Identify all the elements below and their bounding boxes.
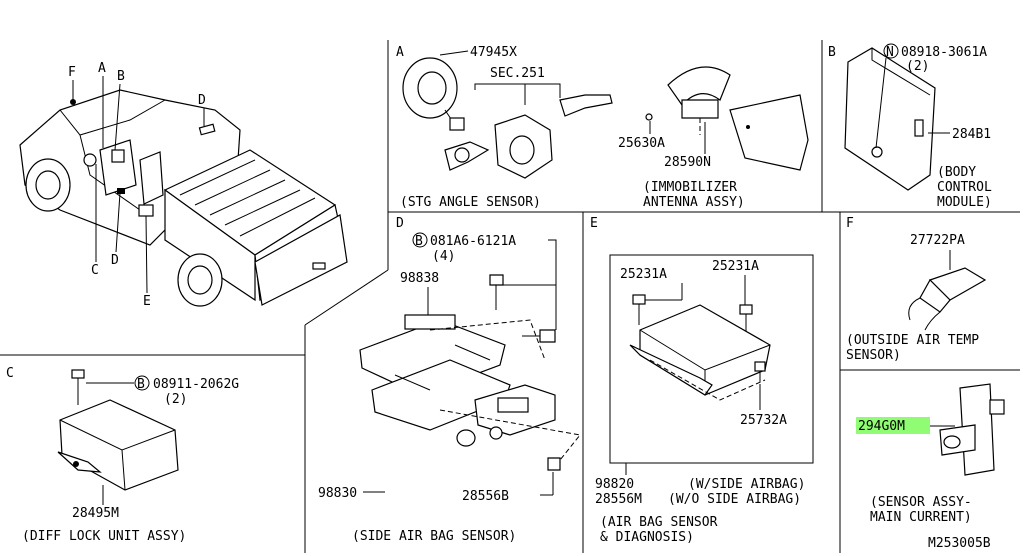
- truck-illustration: [19, 89, 348, 307]
- caption-diff-lock: (DIFF LOCK UNIT ASSY): [22, 529, 186, 544]
- part-28556b: 28556B: [462, 489, 509, 504]
- caption-sensor-assy-1: (SENSOR ASSY-: [870, 495, 972, 510]
- part-28590n: 28590N: [664, 155, 711, 170]
- caption-body-control-1: (BODY: [937, 165, 976, 180]
- section-c-letter: C: [6, 366, 14, 381]
- caption-w-side-airbag: (W/SIDE AIRBAG): [688, 477, 805, 492]
- section-a: A 47945X SEC.251 (STG ANGLE SENSOR) 2563…: [396, 45, 809, 210]
- part-47945x: 47945X: [470, 45, 517, 60]
- circle-b-c: B: [137, 377, 145, 392]
- circle-n: N: [886, 45, 894, 60]
- part-25231a-right: 25231A: [712, 259, 759, 274]
- callout-d-top: D: [198, 93, 206, 108]
- panel-borders: [0, 40, 1020, 553]
- caption-immobilizer-1: (IMMOBILIZER: [643, 180, 737, 195]
- section-c: C B 08911-2062G (2) 28495M (DIFF LOCK UN…: [6, 366, 239, 544]
- callout-d-bottom: D: [111, 253, 119, 268]
- part-qty-4-d: (4): [432, 249, 455, 264]
- caption-body-control-2: CONTROL: [937, 180, 992, 195]
- highlight-294g0m: [856, 417, 930, 434]
- part-081a6-6121a: 081A6-6121A: [430, 234, 516, 249]
- part-25732a: 25732A: [740, 413, 787, 428]
- callout-b: B: [117, 69, 125, 84]
- section-d-letter: D: [396, 216, 404, 231]
- part-294g0m: 294G0M: [858, 419, 905, 434]
- caption-side-airbag-sensor: (SIDE AIR BAG SENSOR): [352, 529, 516, 544]
- caption-airbag-sensor-1: (AIR BAG SENSOR: [600, 515, 718, 530]
- part-28495m: 28495M: [72, 506, 119, 521]
- part-qty-2-b: (2): [906, 59, 929, 74]
- part-08911-2062g: 08911-2062G: [153, 377, 239, 392]
- caption-sensor-assy-2: MAIN CURRENT): [870, 510, 972, 525]
- caption-outside-air-1: (OUTSIDE AIR TEMP: [846, 333, 979, 348]
- part-98838: 98838: [400, 271, 439, 286]
- section-b-letter: B: [828, 45, 836, 60]
- callout-f: F: [68, 65, 76, 80]
- truck-callouts: F A B D C D E: [68, 61, 206, 309]
- section-f: F 27722PA (OUTSIDE AIR TEMP SENSOR) 294G…: [846, 216, 1005, 525]
- section-b: B N 08918-3061A (2) 284B1 (BODY CONTROL …: [828, 43, 992, 210]
- part-sec251: SEC.251: [490, 66, 545, 81]
- diagram-id: M253005B: [928, 536, 991, 551]
- part-27722pa: 27722PA: [910, 233, 965, 248]
- section-d: D B 081A6-6121A (4) 98838 98830 28556B (…: [318, 216, 581, 544]
- part-98820: 98820: [595, 477, 634, 492]
- section-e-letter: E: [590, 216, 598, 231]
- part-08918-3061a: 08918-3061A: [901, 45, 987, 60]
- callout-e: E: [143, 294, 151, 309]
- section-a-letter: A: [396, 45, 404, 60]
- caption-outside-air-2: SENSOR): [846, 348, 901, 363]
- caption-body-control-3: MODULE): [937, 195, 992, 210]
- part-284b1: 284B1: [952, 127, 991, 142]
- caption-stg-angle-sensor: (STG ANGLE SENSOR): [400, 195, 541, 210]
- caption-airbag-sensor-2: & DIAGNOSIS): [600, 530, 694, 545]
- part-qty-2-c: (2): [164, 392, 187, 407]
- part-98830: 98830: [318, 486, 357, 501]
- section-e: E 25231A 25231A 25732A 98820 (W/SIDE AIR…: [590, 216, 814, 545]
- part-25231a-left: 25231A: [620, 267, 667, 282]
- part-25630a: 25630A: [618, 136, 665, 151]
- callout-a: A: [98, 61, 106, 76]
- section-f-letter: F: [846, 216, 854, 231]
- circle-b-d: B: [415, 234, 423, 249]
- caption-wo-side-airbag: (W/O SIDE AIRBAG): [668, 492, 801, 507]
- part-28556m: 28556M: [595, 492, 642, 507]
- caption-immobilizer-2: ANTENNA ASSY): [643, 195, 745, 210]
- callout-c: C: [91, 263, 99, 278]
